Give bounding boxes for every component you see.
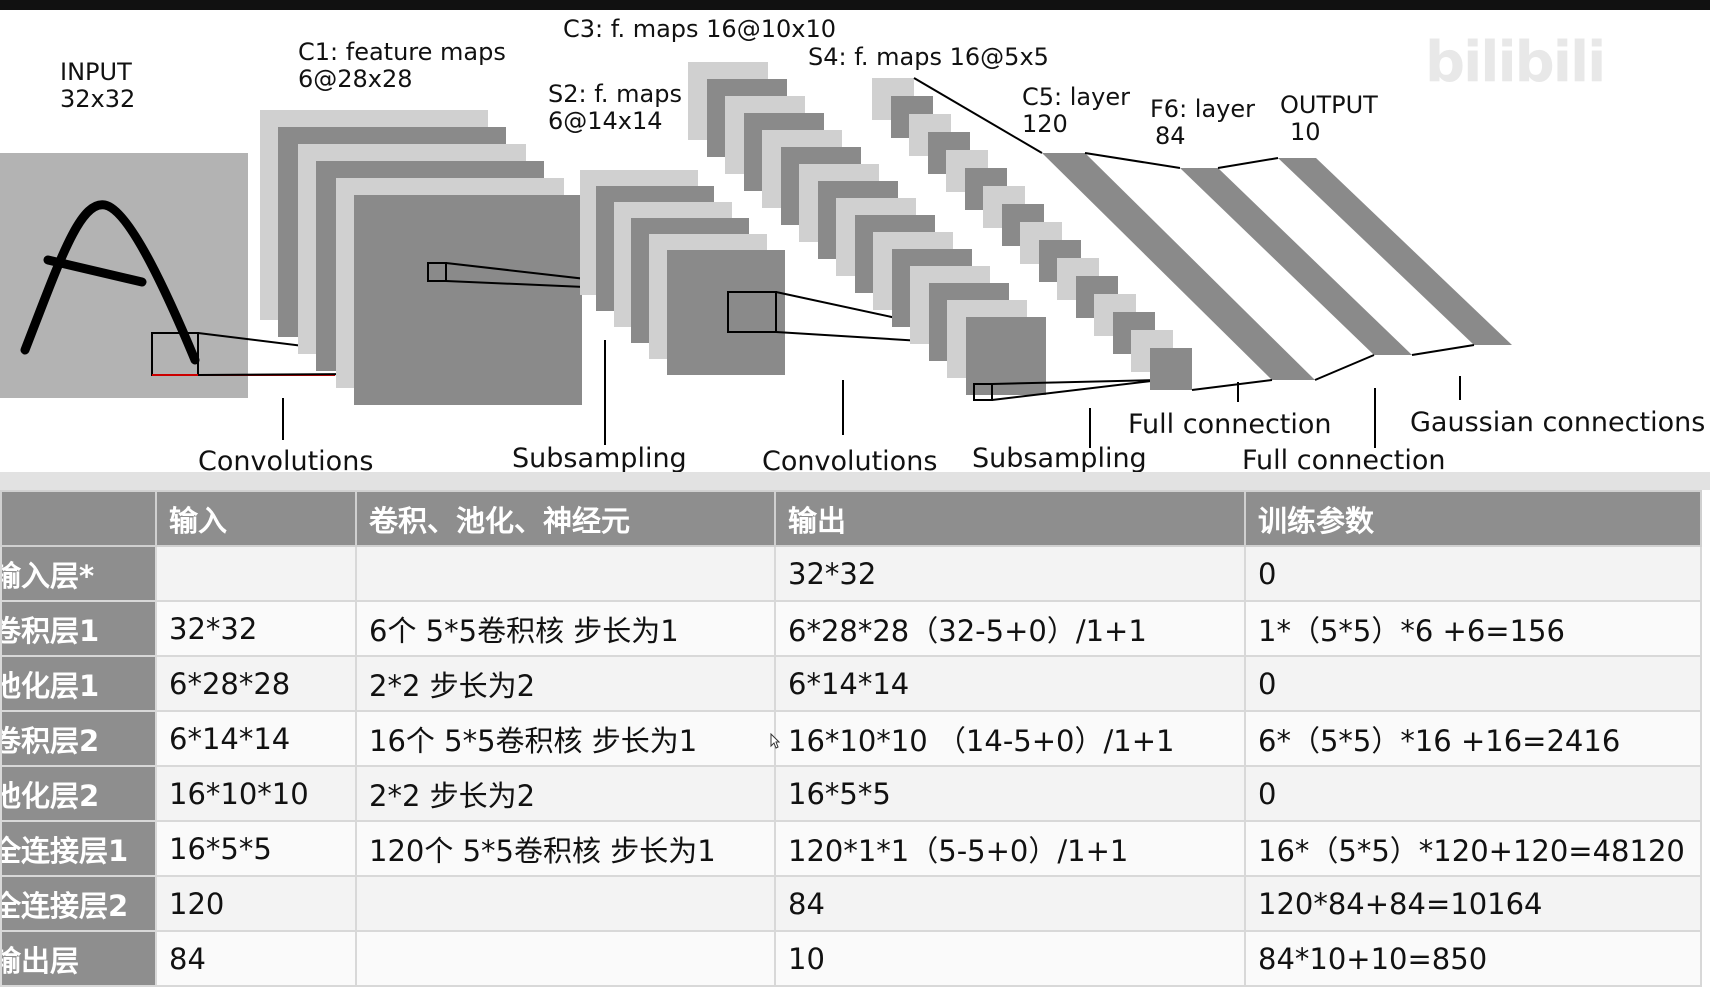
row-layer-name: 卷积层1 <box>0 600 157 657</box>
cell-params: 84*10+10=850 <box>1244 930 1702 987</box>
bilibili-watermark: bilibili <box>1425 30 1606 95</box>
caption-full-connection-1: Full connection <box>1128 409 1332 440</box>
cell-input: 6*14*14 <box>155 710 357 767</box>
cell-output: 6*28*28（32-5+0）/1+1 <box>774 600 1246 657</box>
cell-operation: 2*2 步长为2 <box>355 765 776 822</box>
cell-operation <box>355 545 776 602</box>
f6-layer <box>1180 168 1412 355</box>
header-operation: 卷积、池化、神经元 <box>355 490 776 547</box>
row-layer-name: 池化层1 <box>0 655 157 712</box>
cell-params: 16*（5*5）*120+120=48120 <box>1244 820 1702 877</box>
s4-feature-maps <box>872 78 1192 390</box>
cell-params: 0 <box>1244 545 1702 602</box>
label-c3: C3: f. maps 16@10x10 <box>563 15 836 43</box>
label-s4: S4: f. maps 16@5x5 <box>808 43 1049 71</box>
table-header-row: 输入 卷积、池化、神经元 输出 训练参数 <box>0 490 1702 547</box>
cell-params: 0 <box>1244 765 1702 822</box>
cell-input: 84 <box>155 930 357 987</box>
caption-gaussian-connections: Gaussian connections <box>1410 407 1705 438</box>
cell-operation: 2*2 步长为2 <box>355 655 776 712</box>
header-output: 输出 <box>774 490 1246 547</box>
header-params: 训练参数 <box>1244 490 1702 547</box>
cell-input <box>155 545 357 602</box>
c3-feature-maps <box>688 62 1046 395</box>
cell-operation: 16个 5*5卷积核 步长为1 <box>355 710 776 767</box>
cell-params: 6*（5*5）*16 +16=2416 <box>1244 710 1702 767</box>
c1-feature-maps <box>260 110 582 405</box>
cell-output: 32*32 <box>774 545 1246 602</box>
s2-feature-maps <box>580 170 785 375</box>
row-layer-name: 卷积层2 <box>0 710 157 767</box>
mouse-cursor-icon <box>770 733 780 749</box>
cell-params: 120*84+84=10164 <box>1244 875 1702 932</box>
caption-subsampling-2: Subsampling <box>972 443 1147 474</box>
cell-input: 6*28*28 <box>155 655 357 712</box>
row-layer-name: 输出层 <box>0 930 157 987</box>
cell-input: 16*5*5 <box>155 820 357 877</box>
cell-output: 120*1*1（5-5+0）/1+1 <box>774 820 1246 877</box>
row-layer-name: 输入层* <box>0 545 157 602</box>
row-layer-name: 全连接层1 <box>0 820 157 877</box>
cell-operation <box>355 930 776 987</box>
divider-band <box>0 472 1710 490</box>
cell-operation: 6个 5*5卷积核 步长为1 <box>355 600 776 657</box>
cell-input: 32*32 <box>155 600 357 657</box>
cell-output: 10 <box>774 930 1246 987</box>
input-letter-a <box>20 200 200 365</box>
cell-operation: 120个 5*5卷积核 步长为1 <box>355 820 776 877</box>
cell-input: 120 <box>155 875 357 932</box>
cell-output: 6*14*14 <box>774 655 1246 712</box>
cell-output: 16*5*5 <box>774 765 1246 822</box>
header-layer <box>0 490 157 547</box>
cell-input: 16*10*10 <box>155 765 357 822</box>
caption-subsampling-1: Subsampling <box>512 443 687 474</box>
cell-params: 1*（5*5）*6 +6=156 <box>1244 600 1702 657</box>
cell-params: 0 <box>1244 655 1702 712</box>
caption-full-connection-2: Full connection <box>1242 445 1446 476</box>
top-border <box>0 0 1710 10</box>
caption-convolutions-2: Convolutions <box>762 446 937 477</box>
cell-operation <box>355 875 776 932</box>
cell-output: 84 <box>774 875 1246 932</box>
caption-convolutions-1: Convolutions <box>198 446 373 477</box>
header-input: 输入 <box>155 490 357 547</box>
row-layer-name: 全连接层2 <box>0 875 157 932</box>
c5-layer <box>1042 153 1315 380</box>
output-layer <box>1278 158 1512 345</box>
row-layer-name: 池化层2 <box>0 765 157 822</box>
cell-output: 16*10*10 （14-5+0）/1+1 <box>774 710 1246 767</box>
